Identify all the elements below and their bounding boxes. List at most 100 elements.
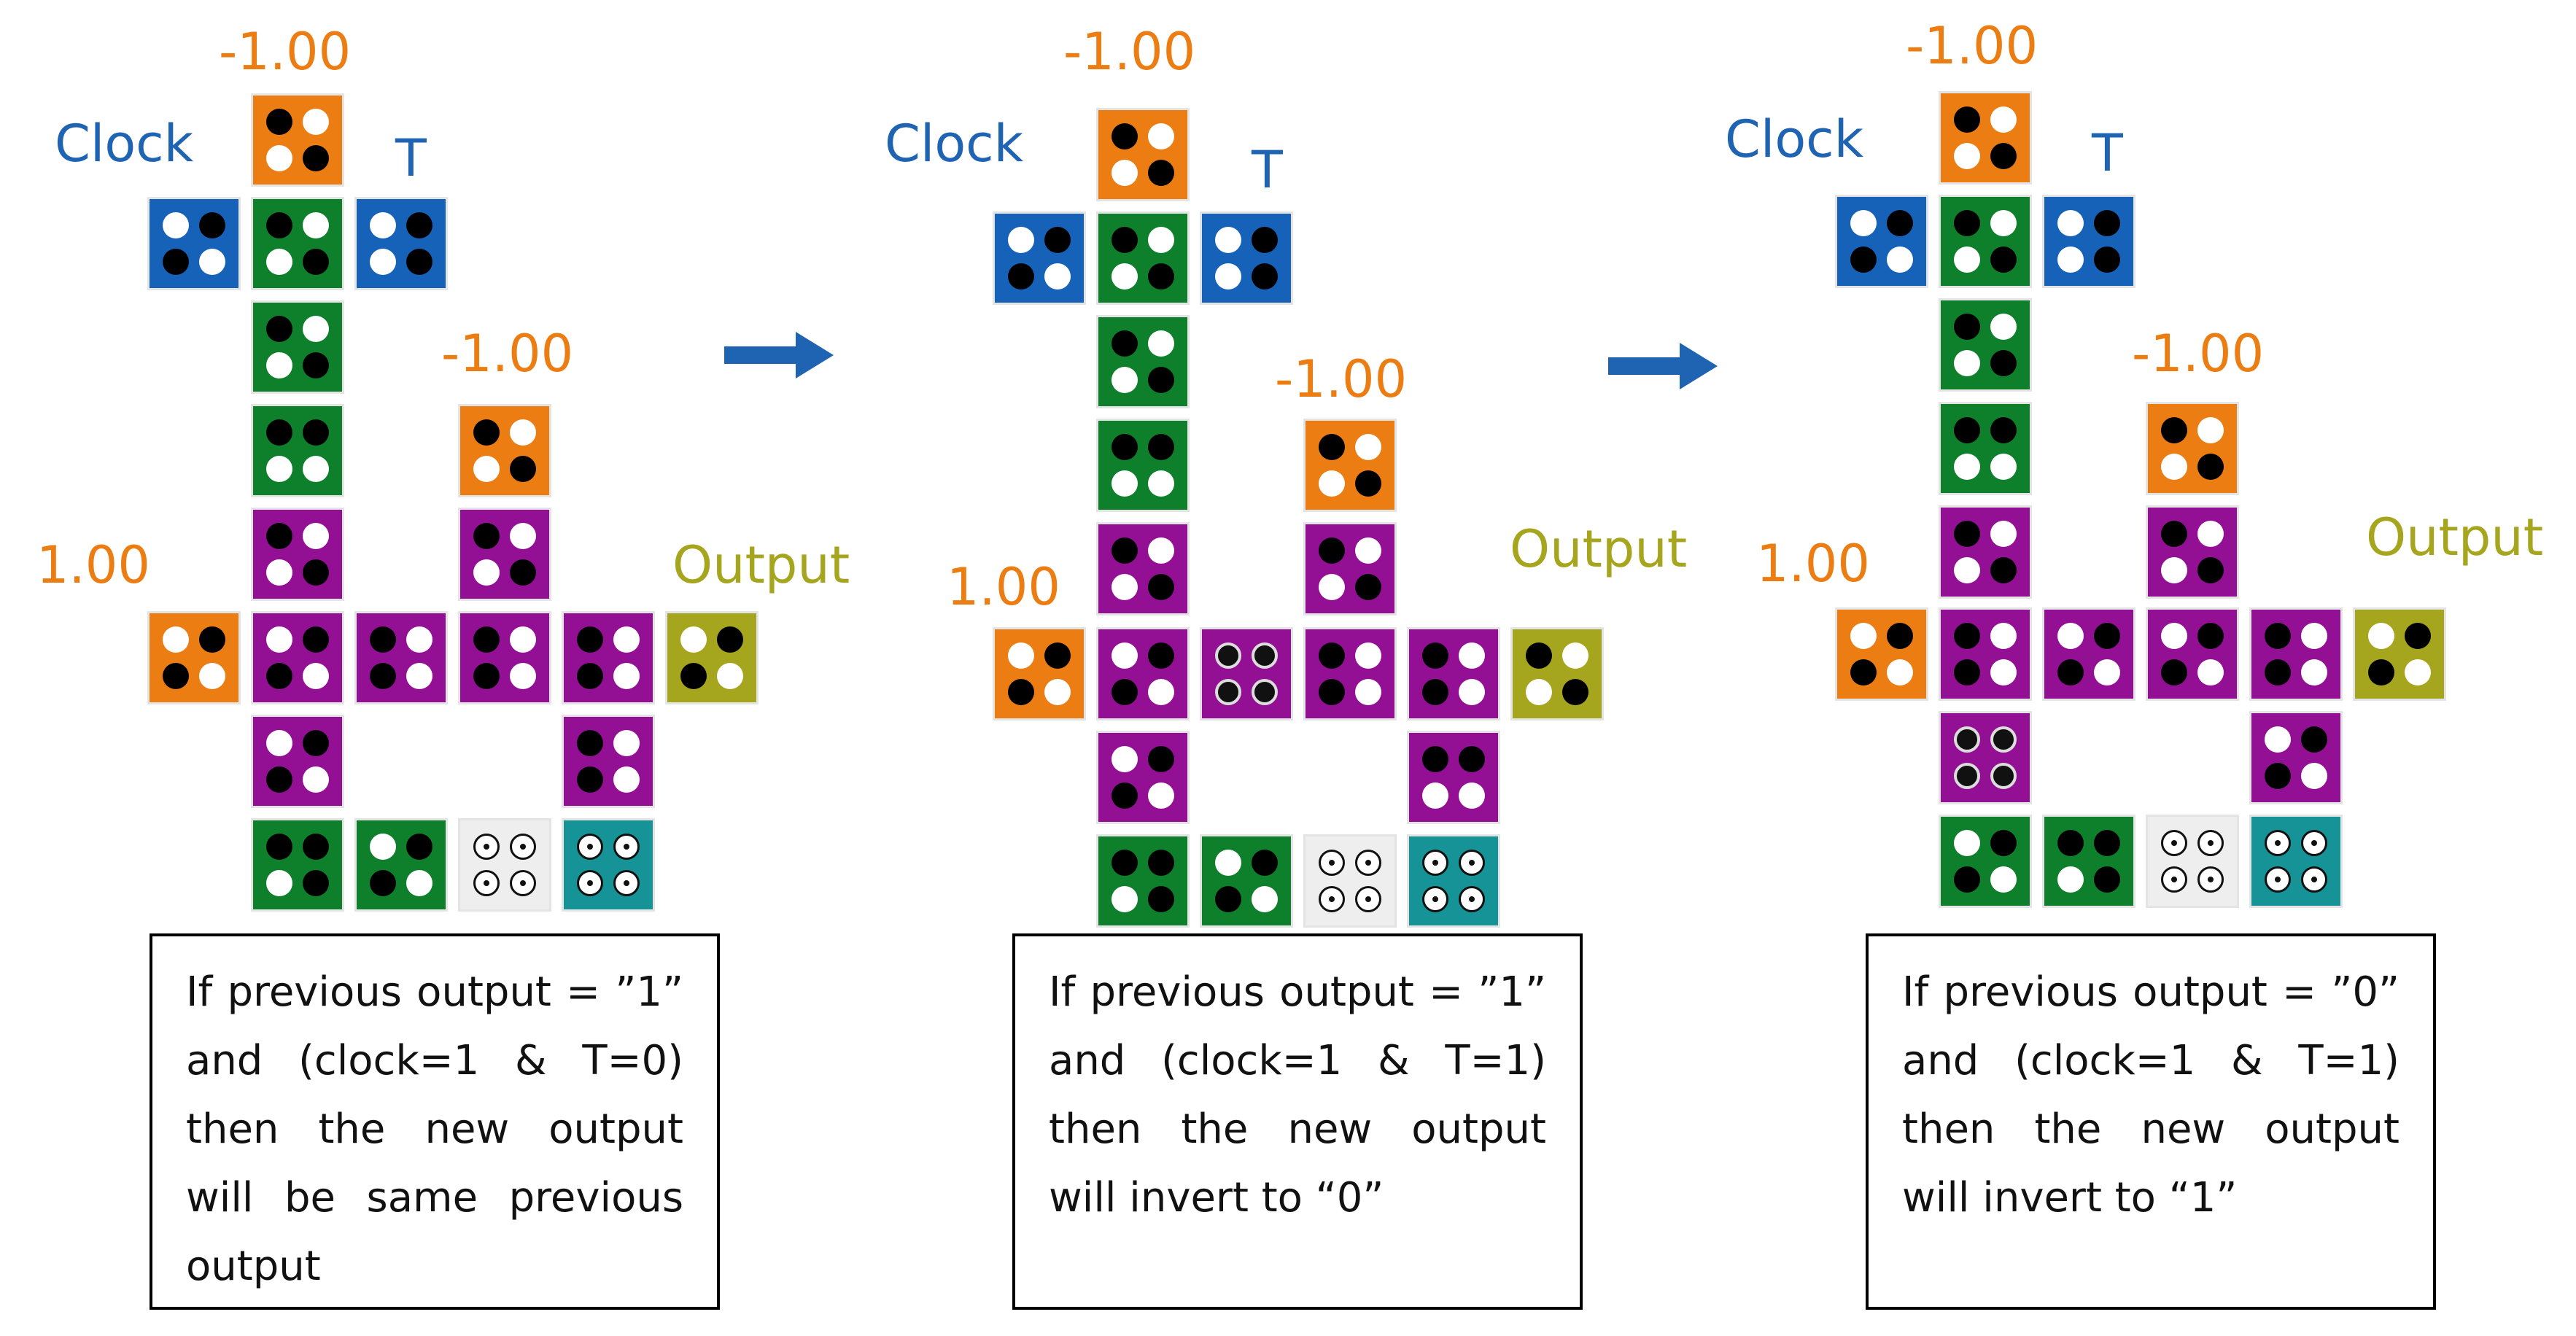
black-dot xyxy=(1850,246,1877,273)
black-dot xyxy=(1148,642,1174,669)
black-dot xyxy=(1990,246,2017,273)
black-dot xyxy=(2197,454,2224,480)
black-dot xyxy=(1887,210,1913,236)
light-tile xyxy=(2146,815,2239,908)
white-dot xyxy=(1355,886,1381,912)
green-tile xyxy=(354,818,448,912)
white-dot xyxy=(613,626,640,653)
green-tile xyxy=(1939,402,2032,495)
black-dot xyxy=(370,870,396,896)
white-dot xyxy=(1954,557,1980,583)
white-dot xyxy=(613,766,640,793)
white-dot xyxy=(1850,210,1877,236)
note-line: and (clock=1 & T=1) xyxy=(1902,1037,2400,1084)
white-dot xyxy=(199,663,225,689)
black-dot xyxy=(2265,763,2291,789)
black-dot xyxy=(510,456,536,482)
white-dot xyxy=(2094,659,2120,686)
black-dot xyxy=(2094,623,2120,649)
white-dot xyxy=(1252,886,1278,912)
black-dot xyxy=(1954,659,1980,686)
purple-tile xyxy=(1939,505,2032,599)
white-dot xyxy=(1459,679,1485,705)
note-line: If previous output = ”1” xyxy=(1049,968,1546,1016)
black-dot xyxy=(1252,227,1278,253)
white-dot xyxy=(510,870,536,896)
orange-tile xyxy=(1096,108,1190,201)
white-dot xyxy=(510,663,536,689)
white-dot xyxy=(1044,263,1071,290)
green-tile xyxy=(1939,298,2032,392)
white-dot xyxy=(303,663,329,689)
white-dot xyxy=(1112,263,1138,290)
black-dot xyxy=(199,626,225,653)
black-dot xyxy=(1850,659,1877,686)
purple-tile xyxy=(458,508,551,601)
black-dot xyxy=(2197,557,2224,583)
note-line: and (clock=1 & T=1) xyxy=(1049,1037,1546,1084)
black-dot xyxy=(2094,866,2120,893)
green-tile xyxy=(1096,834,1190,928)
black-dot xyxy=(266,419,292,446)
black-dot xyxy=(303,626,329,653)
white-dot xyxy=(1990,726,2017,753)
white-dot xyxy=(2161,557,2187,583)
white-dot xyxy=(510,834,536,860)
light-tile xyxy=(458,818,551,912)
white-dot xyxy=(1990,314,2017,340)
teal-tile xyxy=(2249,815,2343,908)
black-dot xyxy=(303,870,329,896)
olive-output-tile xyxy=(2353,607,2446,701)
black-dot xyxy=(717,626,743,653)
black-dot xyxy=(2094,830,2120,856)
black-dot xyxy=(266,834,292,860)
white-dot xyxy=(1990,210,2017,236)
black-dot xyxy=(1422,746,1448,772)
purple-tile xyxy=(354,611,448,704)
black-dot xyxy=(1990,830,2017,856)
black-dot xyxy=(1526,642,1552,669)
purple-tile xyxy=(2146,607,2239,701)
purple-tile xyxy=(1096,731,1190,824)
white-dot xyxy=(1422,886,1448,912)
white-dot xyxy=(2197,417,2224,443)
condition-note: If previous output = ”1”and (clock=1 & T… xyxy=(150,933,720,1310)
white-dot xyxy=(1355,537,1381,564)
white-dot xyxy=(1954,246,1980,273)
black-dot xyxy=(303,730,329,756)
purple-tile xyxy=(1407,627,1500,721)
black-dot xyxy=(2265,659,2291,686)
black-dot xyxy=(680,663,707,689)
purple-tile xyxy=(1407,731,1500,824)
white-dot xyxy=(163,212,189,238)
white-dot xyxy=(1112,886,1138,912)
white-dot xyxy=(1148,330,1174,357)
white-dot xyxy=(1954,763,1980,789)
black-dot xyxy=(2094,210,2120,236)
white-dot xyxy=(1112,160,1138,186)
white-dot xyxy=(1954,454,1980,480)
black-dot xyxy=(1148,850,1174,876)
white-dot xyxy=(1422,850,1448,876)
top-value-label: -1.00 xyxy=(1063,22,1196,82)
olive-output-tile xyxy=(665,611,759,704)
purple-tile xyxy=(1303,627,1397,721)
white-dot xyxy=(1112,470,1138,497)
white-dot xyxy=(2057,623,2084,649)
black-dot xyxy=(1148,367,1174,393)
black-dot xyxy=(473,663,500,689)
white-dot xyxy=(1148,227,1174,253)
output-label: Output xyxy=(672,535,850,595)
black-dot xyxy=(1954,521,1980,547)
black-dot xyxy=(1112,537,1138,564)
black-dot xyxy=(1319,434,1345,460)
black-dot xyxy=(370,663,396,689)
purple-tile xyxy=(2249,711,2343,804)
white-dot xyxy=(266,626,292,653)
black-dot xyxy=(577,730,603,756)
purple-tile xyxy=(251,611,344,704)
black-dot xyxy=(266,766,292,793)
white-dot xyxy=(1148,782,1174,809)
white-dot xyxy=(510,626,536,653)
black-dot xyxy=(1422,642,1448,669)
